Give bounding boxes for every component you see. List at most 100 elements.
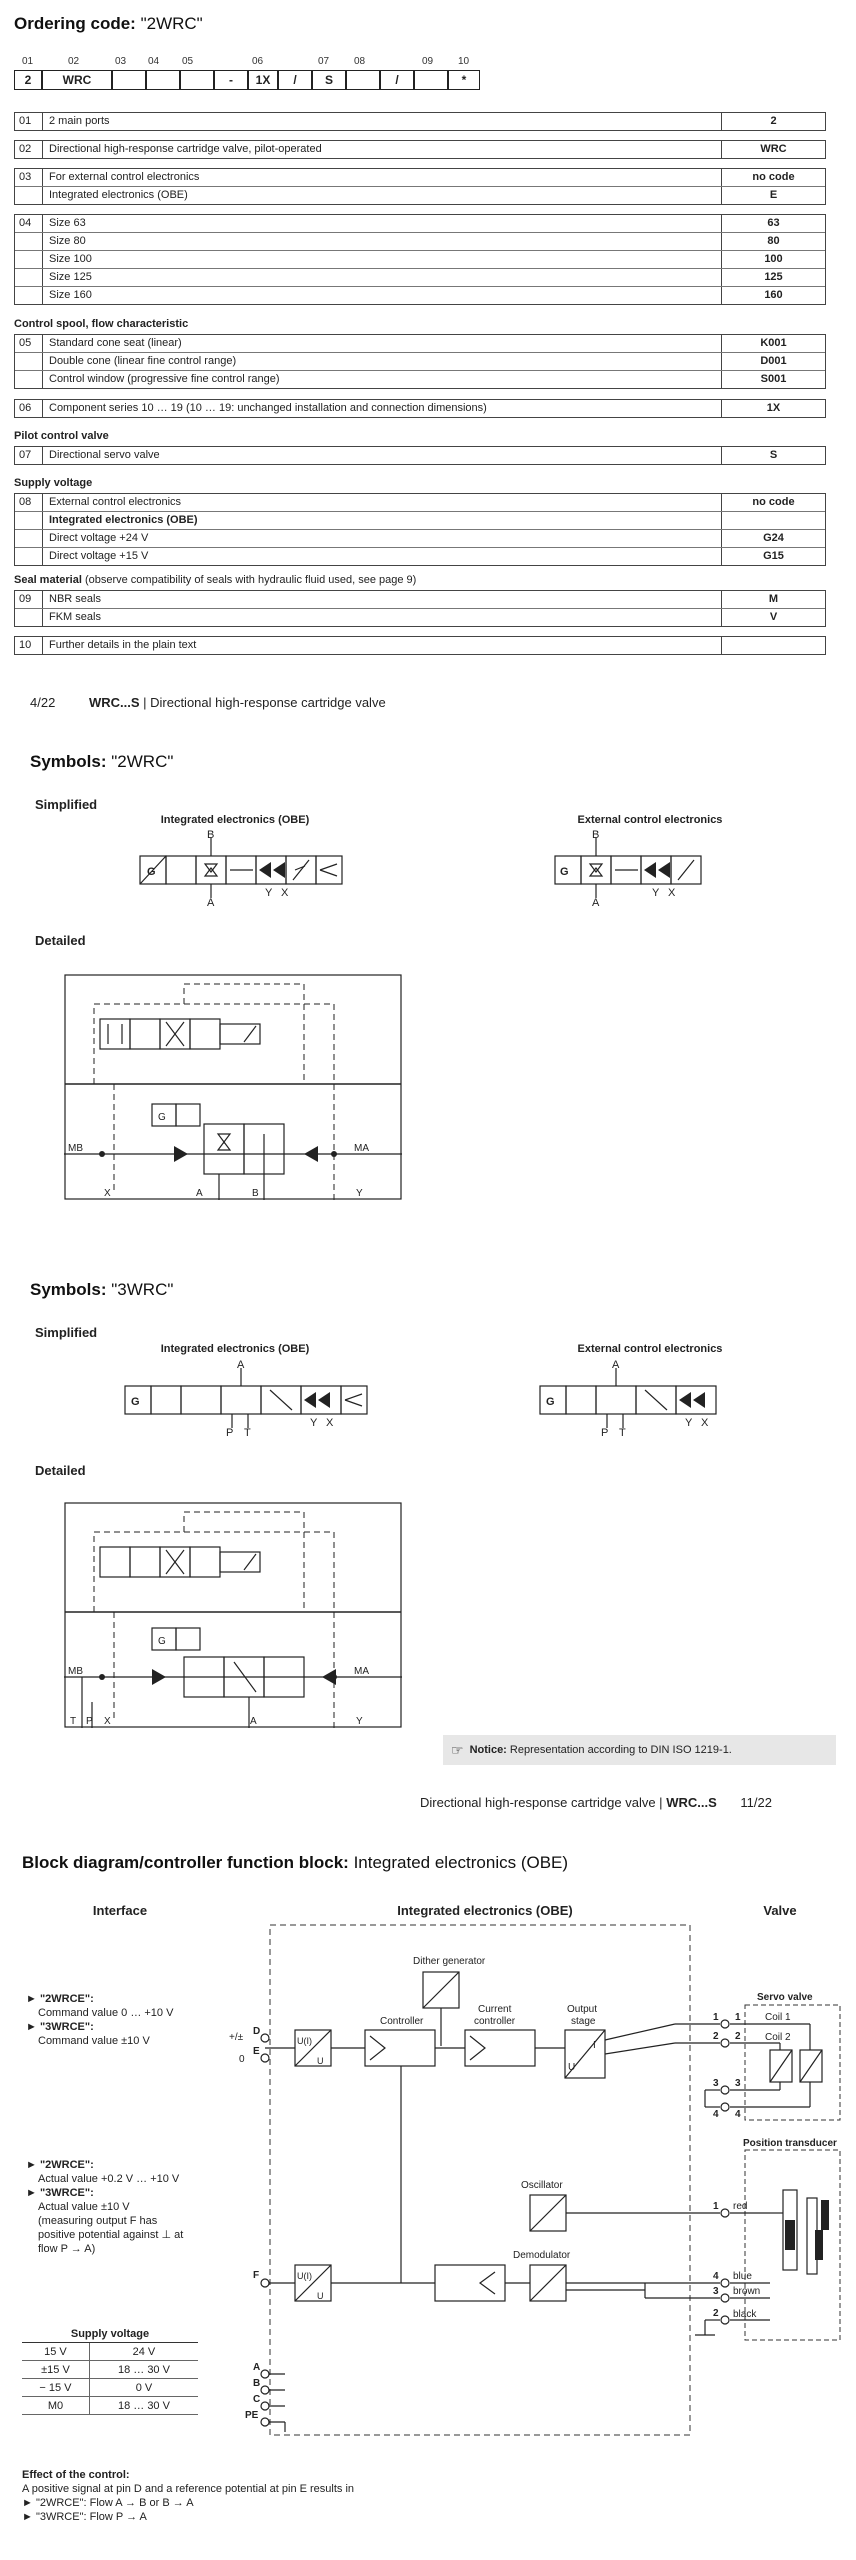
svg-text:3: 3: [713, 2286, 719, 2297]
col-obe: Integrated electronics (OBE): [397, 1903, 573, 1918]
svg-text:stage: stage: [571, 2016, 596, 2027]
svg-text:T: T: [70, 1716, 76, 1727]
detailed-label-3: Detailed: [35, 1463, 86, 1478]
col-interface: Interface: [92, 1903, 148, 1918]
svg-text:4: 4: [735, 2109, 741, 2120]
svg-text:E: E: [253, 2046, 260, 2057]
symbols-3wrc-title: Symbols: "3WRC": [30, 1280, 174, 1299]
svg-text:3: 3: [735, 2078, 741, 2089]
svg-text:D: D: [253, 2026, 260, 2037]
svg-text:Servo valve: Servo valve: [757, 1992, 813, 2003]
svg-text:B: B: [253, 2378, 260, 2389]
code-box-dash: -: [214, 70, 248, 90]
pos-02: 02: [68, 56, 80, 67]
code-box-05: [180, 70, 214, 90]
pos-08: 08: [354, 56, 366, 67]
svg-text:X: X: [281, 887, 289, 899]
code-box-01: 2: [14, 70, 42, 90]
svg-text:Output: Output: [567, 2004, 597, 2015]
svg-text:Dither generator: Dither generator: [413, 1956, 486, 1967]
svg-text:A: A: [592, 897, 600, 908]
code-box-09: [414, 70, 448, 90]
svg-text:C: C: [253, 2394, 260, 2405]
svg-text:PE: PE: [245, 2410, 259, 2421]
group-control-spool: Control spool, flow characteristic: [14, 318, 189, 330]
svg-text:B: B: [252, 1188, 259, 1199]
svg-text:Y: Y: [356, 1188, 363, 1199]
col-valve: Valve: [763, 1903, 797, 1918]
svg-text:red: red: [733, 2201, 747, 2212]
pos-05: 05: [182, 56, 194, 67]
pos-06: 06: [252, 56, 264, 67]
actual-values: ► "2WRCE": Actual value +0.2 V … +10 V ►…: [26, 2159, 184, 2255]
svg-text:Y: Y: [356, 1716, 363, 1727]
svg-text:P: P: [86, 1716, 93, 1727]
svg-text:X: X: [104, 1188, 111, 1199]
order-row: Integrated electronics (OBE): [15, 511, 825, 529]
symbol-3wrc-obe: G A P T Y X: [124, 1359, 368, 1438]
code-box-06: 1X: [248, 70, 278, 90]
svg-text:2: 2: [713, 2308, 719, 2319]
group-pilot: Pilot control valve: [14, 430, 109, 442]
code-box-10: *: [448, 70, 480, 90]
command-values: ► "2WRCE": Command value 0 … +10 V ► "3W…: [26, 1993, 174, 2047]
svg-text:F: F: [253, 2270, 259, 2281]
svg-text:A: A: [253, 2362, 260, 2373]
svg-text:Current: Current: [478, 2004, 512, 2015]
order-row: Control window (progressive fine control…: [15, 370, 825, 388]
pos-09: 09: [422, 56, 434, 67]
svg-text:I: I: [593, 2040, 596, 2051]
code-box-slash2: /: [380, 70, 414, 90]
obe-caption-3: Integrated electronics (OBE): [160, 1343, 310, 1355]
svg-text:A: A: [207, 897, 215, 908]
page-header-11: Directional high-response cartridge valv…: [420, 1795, 772, 1810]
pos-10: 10: [458, 56, 470, 67]
svg-text:Controller: Controller: [380, 2016, 424, 2027]
page-header-4: 4/22 WRC...S | Directional high-response…: [30, 695, 386, 710]
svg-text:blue: blue: [733, 2271, 752, 2282]
svg-text:T: T: [244, 1427, 251, 1438]
svg-text:MB: MB: [68, 1143, 83, 1154]
block-diagram-title: Block diagram/controller function block:…: [22, 1853, 569, 1872]
svg-text:Y: Y: [685, 1417, 693, 1429]
g-label: G: [147, 866, 156, 878]
detailed-label: Detailed: [35, 933, 86, 948]
svg-text:1: 1: [735, 2012, 741, 2023]
svg-text:MA: MA: [354, 1666, 369, 1677]
svg-text:G: G: [158, 1112, 166, 1123]
simplified-label-3: Simplified: [35, 1325, 98, 1340]
svg-text:A: A: [237, 1359, 245, 1371]
svg-text:Oscillator: Oscillator: [521, 2180, 563, 2191]
svg-text:A: A: [196, 1188, 203, 1199]
pos-01: 01: [22, 56, 34, 67]
svg-text:Coil 1: Coil 1: [765, 2012, 791, 2023]
svg-text:X: X: [326, 1417, 334, 1429]
svg-text:P: P: [601, 1427, 608, 1438]
pos-03: 03: [115, 56, 127, 67]
svg-text:B: B: [592, 829, 599, 841]
svg-text:A: A: [612, 1359, 620, 1371]
svg-text:X: X: [701, 1417, 709, 1429]
